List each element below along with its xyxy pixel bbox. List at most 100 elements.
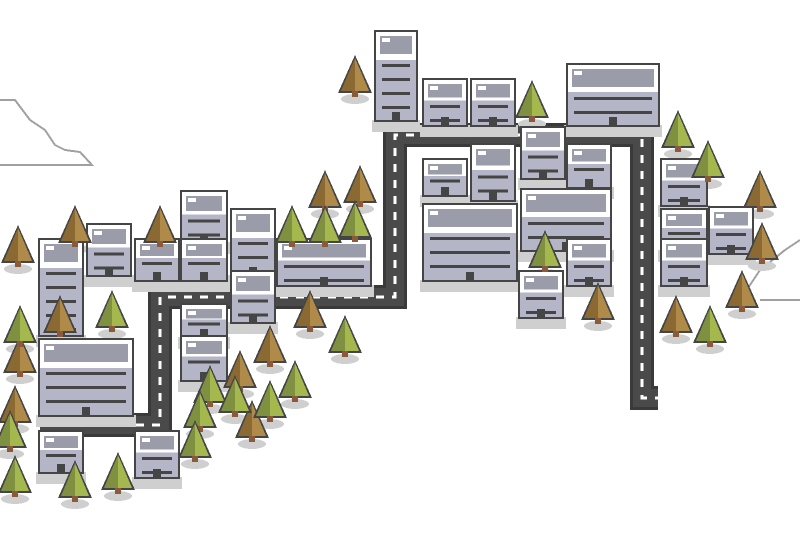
building [180, 190, 228, 244]
window-glare [238, 216, 246, 220]
autumn-tree [3, 335, 37, 377]
building-door [489, 117, 497, 125]
building-floor-detail [574, 264, 604, 268]
building-floor-detail [46, 272, 76, 275]
tree-trunk [673, 331, 679, 337]
building-door [466, 272, 474, 280]
building-door [539, 170, 547, 178]
building-floor-detail [238, 256, 268, 259]
building [520, 126, 566, 180]
building-door [320, 277, 328, 285]
building [230, 208, 276, 277]
building-floor-detail [430, 237, 510, 240]
tree-shadow [61, 499, 89, 509]
window-glare [46, 246, 54, 250]
autumn-tree [725, 270, 759, 312]
tree-trunk [109, 326, 115, 332]
green-tree [328, 315, 362, 357]
building-shadow [706, 253, 756, 265]
building-floor-detail [188, 360, 220, 364]
building [566, 143, 612, 189]
building-floor-detail [574, 97, 652, 100]
building-floor-detail [430, 104, 460, 108]
road-network [40, 123, 658, 437]
tree-trunk [17, 371, 23, 377]
building-door [727, 245, 735, 253]
building [374, 30, 418, 122]
window-glare [46, 346, 54, 350]
window-glare [574, 246, 582, 250]
building-floor-detail [142, 262, 172, 265]
building-floor-detail [46, 454, 76, 457]
window-glare [382, 38, 390, 42]
window-glare [142, 246, 150, 250]
window-glare [668, 216, 676, 220]
building-window [572, 149, 606, 162]
tree-foliage-shade [728, 273, 742, 306]
building-door [153, 469, 161, 477]
autumn-tree [253, 325, 287, 367]
building-door [82, 407, 90, 415]
tree-trunk [759, 258, 765, 264]
green-tree [218, 375, 252, 417]
autumn-tree [293, 290, 327, 332]
building-shadow [516, 317, 566, 329]
tree-shadow [296, 329, 324, 339]
tree-foliage-shade [584, 285, 598, 318]
window-glare [46, 438, 54, 442]
building [230, 270, 276, 324]
road-lane-dashes [40, 133, 658, 427]
building-shadow [228, 322, 278, 334]
autumn-tree [581, 282, 615, 324]
green-tree [101, 452, 135, 494]
tree-trunk [529, 116, 535, 122]
building [180, 303, 228, 339]
building-floor-detail [188, 262, 220, 265]
tree-shadow [341, 94, 369, 104]
tree-trunk [157, 241, 163, 247]
building-shadow [420, 280, 520, 292]
tree-foliage-shade [696, 308, 710, 341]
building-floor-detail [574, 111, 652, 114]
building-door [200, 272, 208, 280]
building-floor-detail [528, 236, 604, 239]
tree-shadow [662, 334, 690, 344]
building-door [200, 329, 208, 337]
tree-trunk [322, 241, 328, 247]
autumn-tree [0, 385, 32, 427]
building-door [441, 117, 449, 125]
tree-foliage-shade [226, 353, 240, 386]
autumn-tree [1, 225, 35, 267]
window-glare [142, 438, 150, 442]
building-floor-detail [528, 222, 604, 225]
autumn-tree [343, 165, 377, 207]
tree-foliage-shade [311, 208, 325, 241]
window-glare [478, 151, 486, 155]
tree-foliage-shade [748, 225, 762, 258]
tree-shadow [748, 261, 776, 271]
building-floor-detail [668, 184, 700, 188]
building-floor-detail [46, 400, 126, 403]
tree-shadow [584, 321, 612, 331]
building-floor-detail [238, 242, 268, 245]
tree-foliage-shade [181, 423, 195, 456]
window-glare [238, 278, 246, 282]
window-glare [528, 196, 536, 200]
building-door [585, 179, 593, 187]
tree-foliage-shade [296, 293, 310, 326]
building-shadow [372, 120, 420, 132]
tree-trunk [12, 491, 18, 497]
tree-shadow [1, 494, 29, 504]
tree-shadow [98, 329, 126, 339]
tree-foliage-shade [146, 208, 160, 241]
tree-shadow [664, 149, 692, 159]
tree-trunk [57, 331, 63, 337]
building-floor-detail [478, 175, 508, 179]
building-door [249, 314, 257, 322]
building-floor-detail [574, 168, 604, 172]
green-tree [95, 290, 129, 332]
green-tree [3, 305, 37, 347]
building-window [186, 309, 222, 319]
building-floor-detail [142, 456, 172, 460]
